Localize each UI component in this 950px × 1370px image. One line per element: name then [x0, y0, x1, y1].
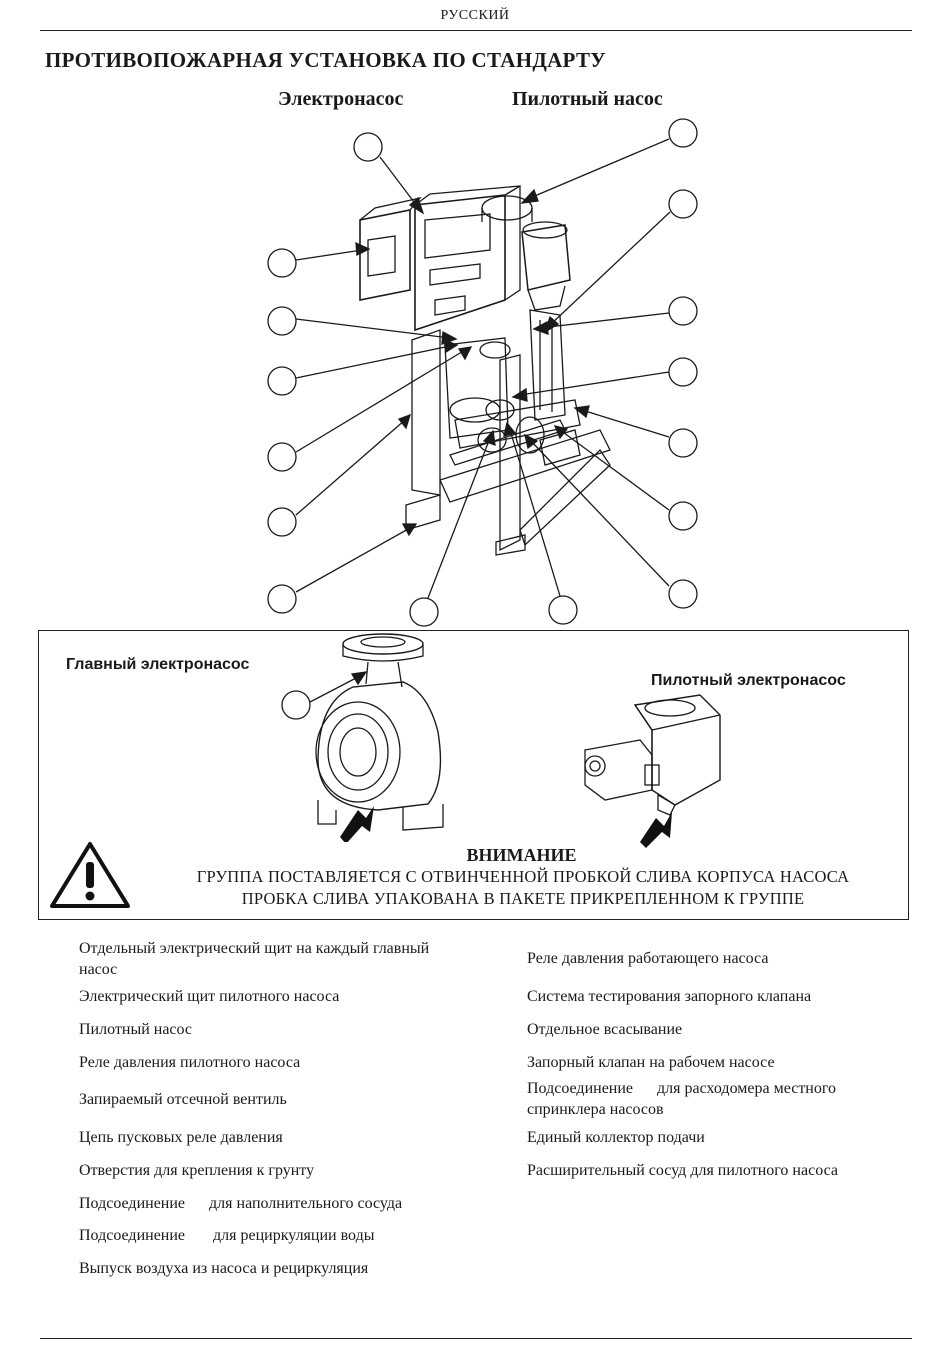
- label-main-electropump: Главный электронасос: [66, 656, 250, 673]
- callout-circle: [267, 366, 297, 396]
- leader-line: [295, 345, 451, 379]
- callout-circle: [668, 579, 698, 609]
- leader-line: [559, 429, 670, 511]
- legend-item: Электрический щит пилотного насоса: [79, 988, 340, 1005]
- leader-line: [539, 312, 670, 329]
- legend-item: Подсоединение для расходомера местного с…: [527, 1080, 841, 1118]
- label-electropump: Электронасос: [278, 88, 404, 110]
- footer-rule: [40, 1338, 912, 1339]
- legend-item: Цепь пусковых реле давления: [79, 1129, 283, 1146]
- callout-circle: [668, 189, 698, 219]
- callout-circle: [668, 118, 698, 148]
- legend-item: Подсоединение для наполнительного сосуда: [79, 1195, 403, 1212]
- callout-circle: [668, 296, 698, 326]
- callout-circle: [668, 501, 698, 531]
- legend-item: Запорный клапан на рабочем насосе: [527, 1054, 775, 1071]
- leader-line: [529, 439, 670, 587]
- callout-circle: [267, 507, 297, 537]
- leader-line: [529, 138, 670, 199]
- legend-item: Система тестирования запорного клапана: [527, 988, 812, 1005]
- warning-pointer-arrow: [340, 806, 374, 842]
- warning-line-2: ПРОБКА СЛИВА УПАКОВАНА В ПАКЕТЕ ПРИКРЕПЛ…: [241, 889, 805, 908]
- label-pilot-pump: Пилотный насос: [512, 88, 663, 110]
- leader-line: [295, 249, 363, 261]
- legend-item: Отверстия для крепления к грунту: [79, 1162, 315, 1179]
- callout-circle: [668, 428, 698, 458]
- legend-item: Подсоединение для рециркуляции воды: [79, 1227, 375, 1244]
- legend-item: Расширительный сосуд для пилотного насос…: [527, 1162, 838, 1179]
- callout-circle: [267, 306, 297, 336]
- callout-circle: [267, 442, 297, 472]
- page-title: ПРОТИВОПОЖАРНАЯ УСТАНОВКА ПО СТАНДАРТУ: [45, 48, 606, 72]
- warning-pointer-arrow: [640, 812, 672, 848]
- leader-line: [295, 349, 466, 453]
- leader-line: [509, 429, 561, 597]
- legend-item: Выпуск воздуха из насоса и рециркуляция: [79, 1260, 369, 1277]
- leader-line: [549, 211, 671, 326]
- header-rule: [40, 30, 912, 31]
- leader-line: [295, 419, 406, 516]
- leader-line: [427, 437, 491, 599]
- callout-circle: [267, 248, 297, 278]
- leader-line: [295, 318, 451, 339]
- leader-line: [379, 156, 421, 211]
- warning-line-1: ГРУППА ПОСТАВЛЯЕТСЯ С ОТВИНЧЕННОЙ ПРОБКО…: [196, 867, 850, 886]
- warning-icon: [50, 842, 130, 908]
- leader-line: [519, 371, 670, 396]
- pilot-pump-drawing: [584, 694, 721, 848]
- legend-item: Реле давления работающего насоса: [527, 950, 769, 967]
- callout-circle: [353, 132, 383, 162]
- leader-line: [581, 409, 670, 438]
- callout-circle: [668, 357, 698, 387]
- callout-circle: [281, 690, 311, 720]
- leader-line: [295, 527, 411, 593]
- legend-item: Единый коллектор подачи: [527, 1129, 705, 1146]
- label-pilot-electropump: Пилотный электронасос: [651, 672, 846, 689]
- callout-circle: [409, 597, 439, 627]
- main-pump-drawing: [281, 633, 444, 842]
- fire-pump-set-diagram: [267, 118, 698, 627]
- callout-circle: [267, 584, 297, 614]
- warning-title: ВНИМАНИЕ: [466, 845, 577, 865]
- notice-box: [38, 630, 909, 920]
- legend-item: Отдельный электрический щит на каждый гл…: [79, 940, 430, 978]
- legend-item: Отдельное всасывание: [527, 1021, 683, 1038]
- legend-item: Запираемый отсечной вентиль: [79, 1091, 287, 1108]
- page-header-language: РУССКИЙ: [440, 8, 510, 23]
- legend-item: Пилотный насос: [79, 1021, 193, 1038]
- legend-item: Реле давления пилотного насоса: [79, 1054, 301, 1071]
- callout-circle: [548, 595, 578, 625]
